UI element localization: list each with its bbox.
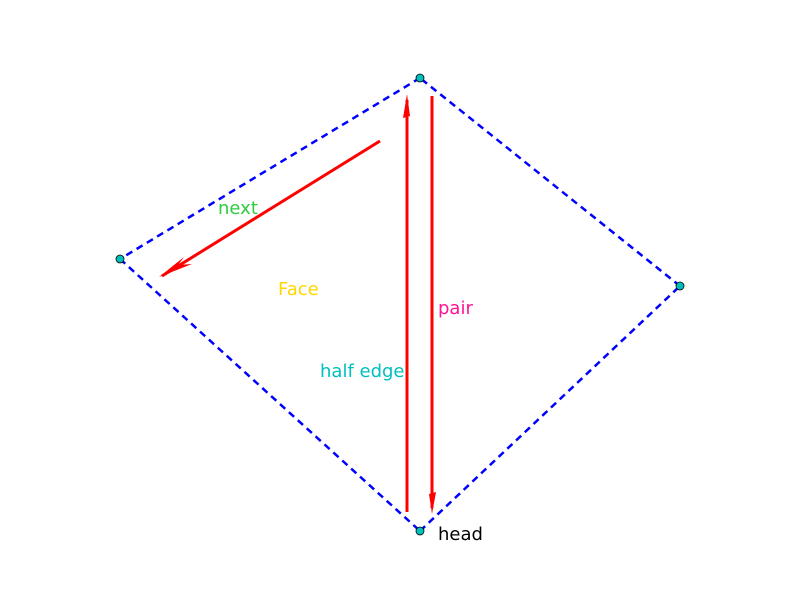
edge-left-bottom xyxy=(119,258,421,532)
arrows xyxy=(159,94,436,514)
edge-right-top xyxy=(419,77,681,287)
next-arrow-head xyxy=(159,257,192,277)
label-head: head xyxy=(438,524,483,545)
vertex-left xyxy=(115,254,125,264)
edge-top-left xyxy=(119,76,421,261)
label-face: Face xyxy=(278,279,319,300)
half-edge-arrow-head xyxy=(403,94,410,118)
label-pair: pair xyxy=(438,298,473,319)
next-arrow-shaft xyxy=(161,139,381,278)
vertex-bottom xyxy=(415,526,425,536)
vertex-top xyxy=(415,73,425,83)
label-half-edge: half edge xyxy=(320,361,405,382)
pair-arrow-head xyxy=(429,492,436,514)
polygon-edges xyxy=(119,76,681,532)
label-next: next xyxy=(218,198,258,219)
edge-bottom-right xyxy=(419,285,681,532)
vertices xyxy=(115,73,685,536)
vertex-right xyxy=(675,281,685,291)
